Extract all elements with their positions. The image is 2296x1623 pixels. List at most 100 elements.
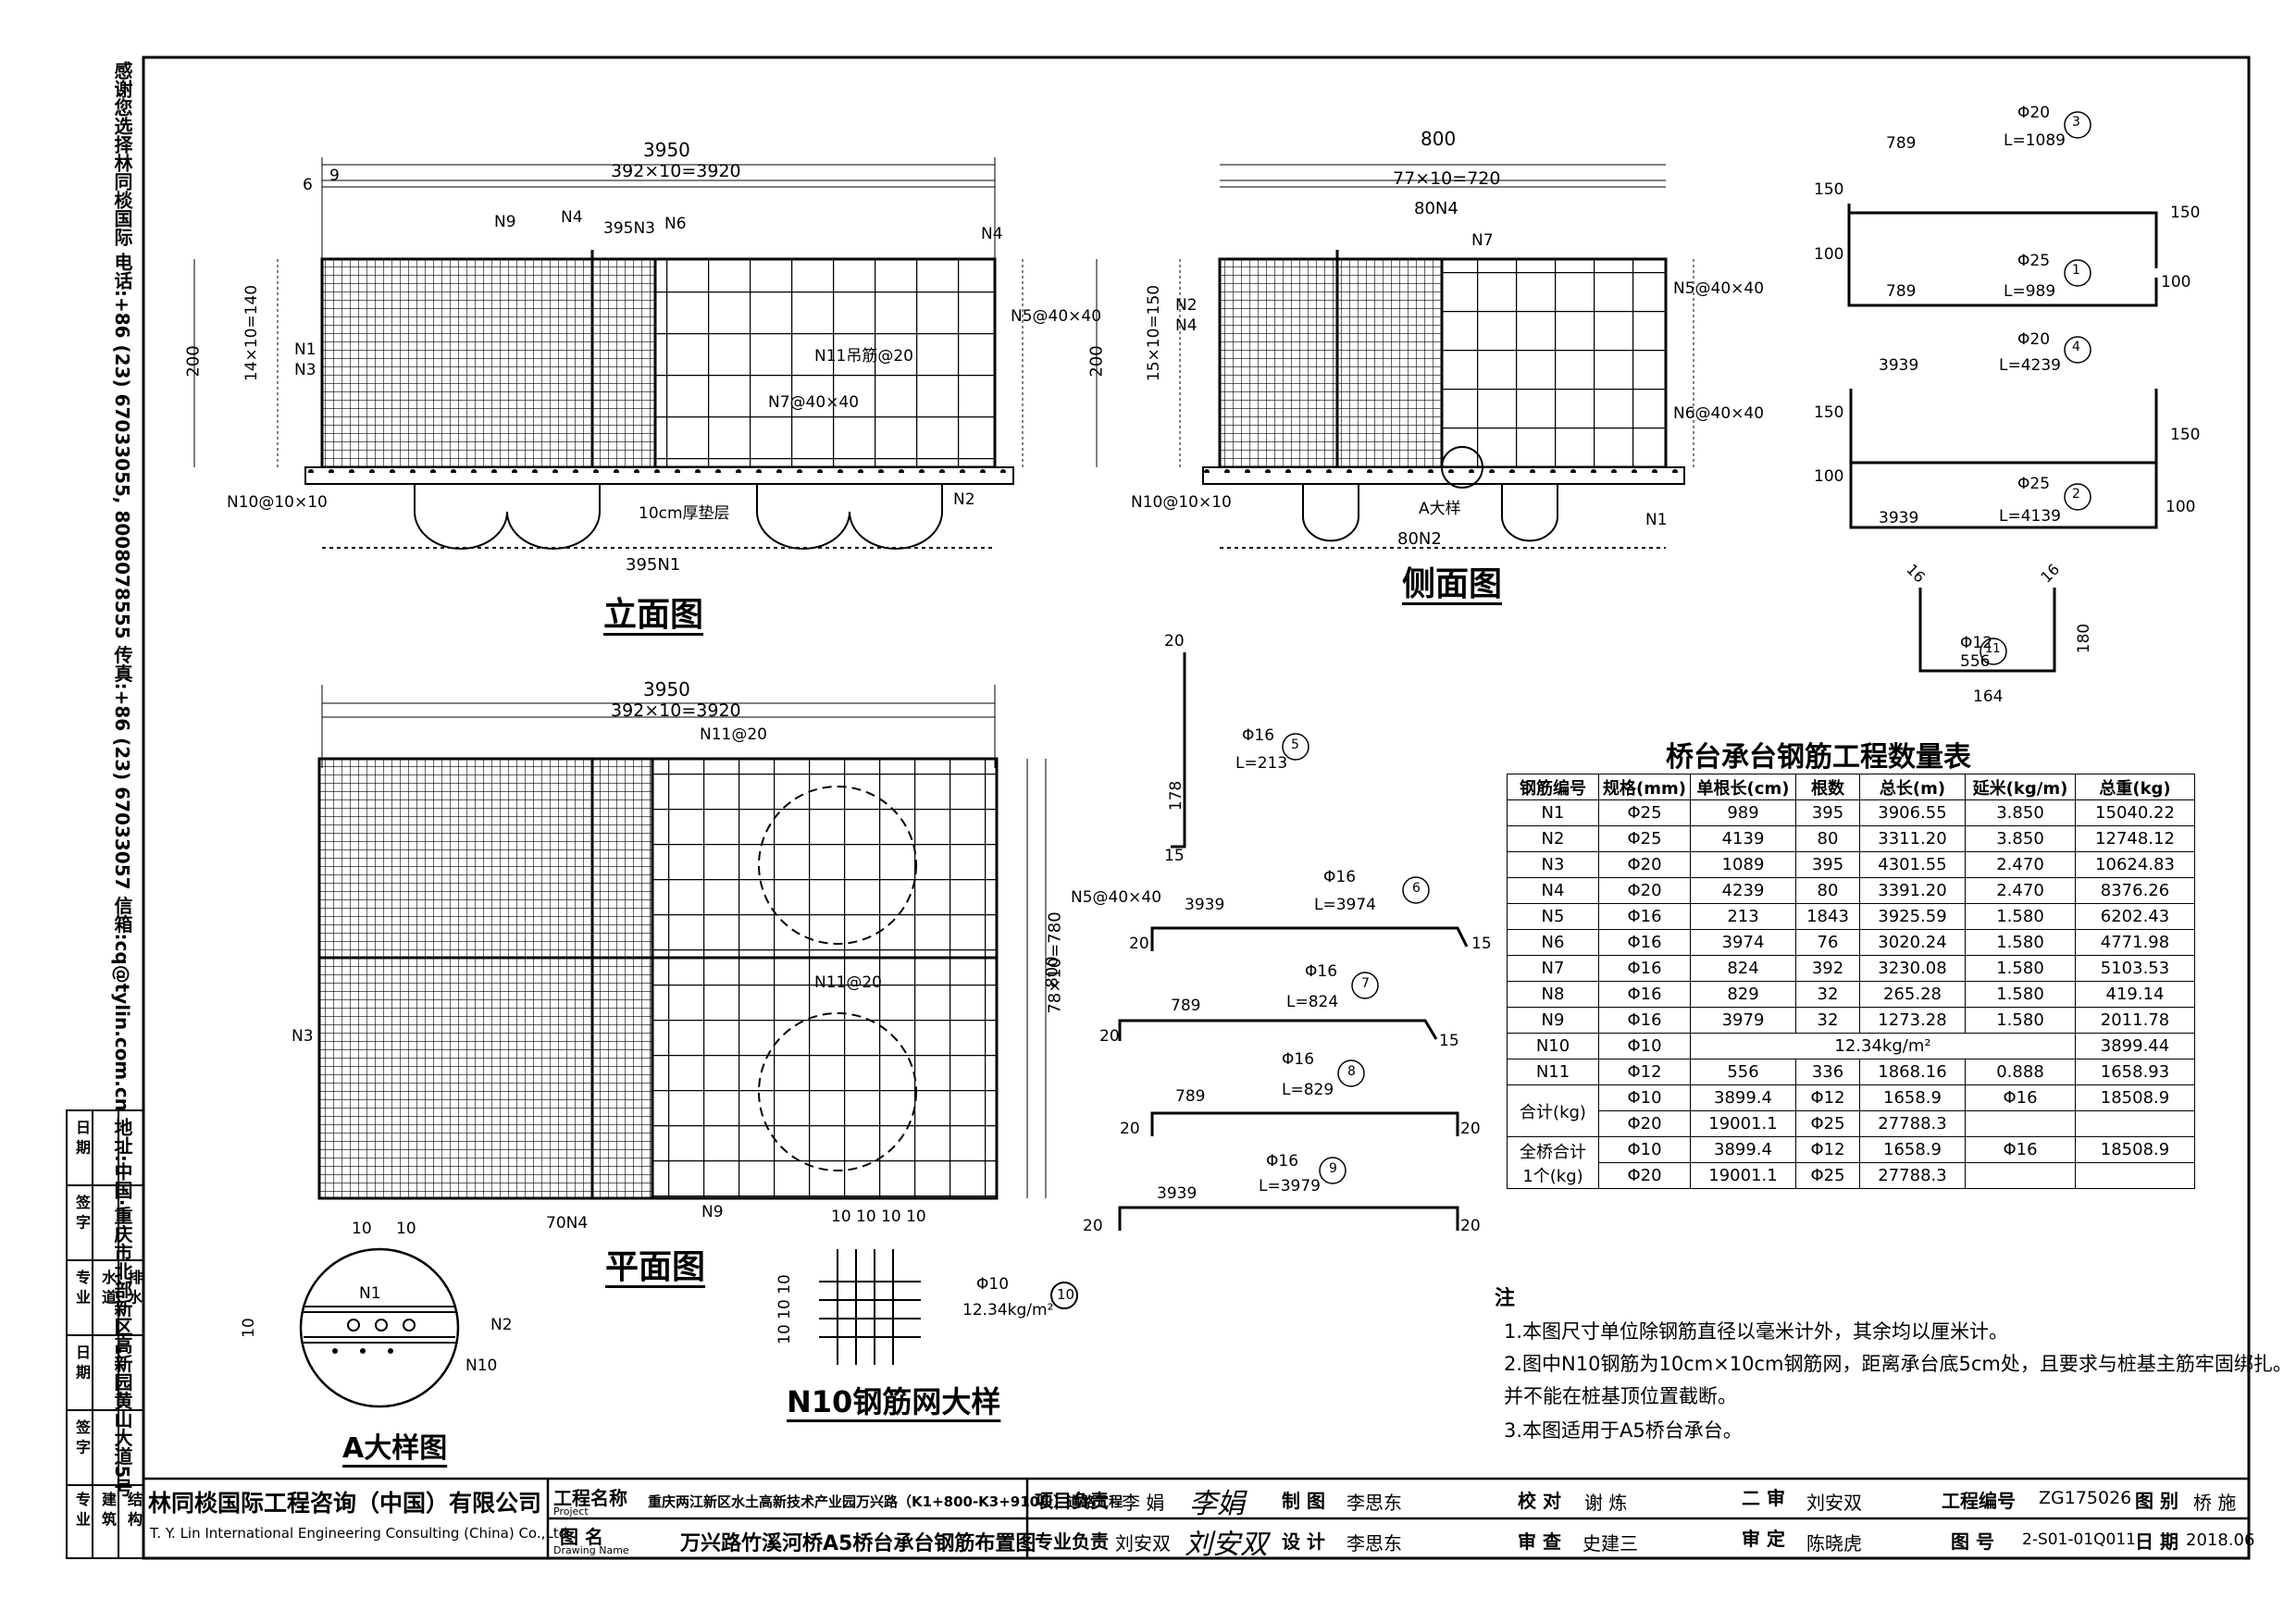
table-cell: 全桥合计 1个(kg) <box>1507 1136 1599 1189</box>
elevation-label-cushion: 10cm厚垫层 <box>639 504 730 523</box>
table-cell: 2011.78 <box>2075 1007 2195 1034</box>
bar-4-length: L=4239 <box>1999 356 2061 375</box>
bar-6-spec: Φ16 <box>1323 868 1357 886</box>
table-cell: 3.850 <box>1965 799 2076 826</box>
bar-8-shape <box>1150 1111 1459 1136</box>
table-cell: 3979 <box>1690 1007 1796 1034</box>
spec-signature: 刘安双 <box>1185 1529 1268 1561</box>
note-2-cont: 并不能在桩基顶位置截断。 <box>1504 1385 1737 1407</box>
date: 2018.06 <box>2186 1530 2255 1550</box>
bar-4-no: 4 <box>2072 340 2080 354</box>
bar-9-dim-right: 20 <box>1460 1217 1481 1235</box>
plan-label-n11: N11@20 <box>700 725 767 744</box>
plan-label-n4: 70N4 <box>546 1214 589 1233</box>
elevation-spacing-dim: 392×10=3920 <box>611 161 741 181</box>
table-cell: Φ20 <box>1598 851 1691 878</box>
table-cell: 32 <box>1795 1007 1860 1034</box>
elevation-height-dim: 200 <box>183 345 204 378</box>
mesh-title: N10钢筋网大样 <box>787 1384 1001 1419</box>
bar-2-shape <box>1849 444 2158 529</box>
company-en: T. Y. Lin International Engineering Cons… <box>150 1525 568 1542</box>
table-cell: Φ20 <box>1598 1110 1691 1137</box>
elevation-label-n4-right: N4 <box>981 225 1003 243</box>
bar-5-dim-height: 178 <box>1167 780 1186 812</box>
plan-label-n5: N5@40×40 <box>1071 888 1162 907</box>
approve-name: 陈晓虎 <box>1806 1532 1862 1555</box>
bar-2-no: 2 <box>2072 487 2080 502</box>
side-bottom-count: 80N2 <box>1397 529 1442 549</box>
table-cell: Φ12 <box>1795 1084 1860 1111</box>
bar-7-no: 7 <box>1361 976 1370 991</box>
side-label-n7: N7 <box>1471 231 1494 250</box>
bar-6-no: 6 <box>1412 881 1421 896</box>
table-cell: 12.34kg/m² <box>1690 1033 2076 1059</box>
elevation-title: 立面图 <box>603 596 704 634</box>
table-cell: 419.14 <box>2075 981 2195 1008</box>
side-title: 侧面图 <box>1402 565 1503 603</box>
bar-3-spec: Φ20 <box>2017 104 2051 122</box>
side-label-n4: N4 <box>1175 316 1198 335</box>
bar-8-length: L=829 <box>1282 1081 1334 1099</box>
projno-label: 工程编号 <box>1942 1490 2016 1512</box>
table-cell <box>2075 1162 2195 1189</box>
bar-4-dim-hook: 100 <box>1814 467 1844 486</box>
th-spec: 规格(mm) <box>1598 774 1691 800</box>
plan-title: 平面图 <box>605 1248 706 1286</box>
table-cell <box>1965 1162 2076 1189</box>
bar-2-length: L=4139 <box>1999 507 2061 526</box>
check-name: 谢 炼 <box>1584 1492 1628 1514</box>
elevation-label-n9: N9 <box>494 213 516 231</box>
bar-1-dim-right: 100 <box>2161 273 2191 291</box>
elevation-label-n1: N1 <box>294 341 316 359</box>
drawing-name-label-en: Drawing Name <box>553 1544 629 1556</box>
table-cell: Φ16 <box>1965 1084 2076 1111</box>
mesh-weight: 12.34kg/m² <box>962 1301 1054 1319</box>
table-cell: Φ16 <box>1598 981 1691 1008</box>
table-cell: Φ25 <box>1795 1110 1860 1137</box>
side-label-n6: N6@40×40 <box>1673 404 1765 423</box>
bar-1-dim-len: 789 <box>1886 282 1917 301</box>
table-cell: 0.888 <box>1965 1059 2076 1085</box>
pile-left <box>414 484 601 550</box>
elevation-label-n2: N2 <box>953 490 975 509</box>
detail-a-title: A大样图 <box>342 1432 448 1465</box>
exam-name: 史建三 <box>1582 1532 1638 1555</box>
table-cell: 32 <box>1795 981 1860 1008</box>
elevation-bottom-count: 395N1 <box>626 555 681 575</box>
table-cell: 27788.3 <box>1859 1162 1966 1189</box>
note-2: 2.图中N10钢筋为10cm×10cm钢筋网，距离承台底5cm处，且要求与桩基主… <box>1504 1353 2292 1375</box>
plan-label-n9: N9 <box>701 1203 724 1221</box>
side-label-n5: N5@40×40 <box>1673 279 1765 298</box>
elevation-label-n7: N7@40×40 <box>768 393 860 412</box>
bar-11-dim-height: 180 <box>2075 623 2094 654</box>
bar-1-length: L=989 <box>2004 282 2056 301</box>
bar-9-spec: Φ16 <box>1266 1152 1299 1171</box>
n10-mesh-detail <box>819 1249 1078 1365</box>
bar-3-dim-len: 789 <box>1886 134 1917 153</box>
table-cell: N9 <box>1507 1007 1599 1034</box>
table-cell: Φ12 <box>1795 1136 1860 1163</box>
bar-leaders <box>1282 111 2091 1184</box>
bar-6-dim-right: 15 <box>1471 935 1492 953</box>
table-cell: 4239 <box>1690 877 1796 904</box>
design-name: 李思东 <box>1347 1532 1402 1555</box>
table-cell: 265.28 <box>1859 981 1966 1008</box>
table-cell: Φ16 <box>1598 903 1691 930</box>
table-cell: 3311.20 <box>1859 825 1966 852</box>
th-bar: 钢筋编号 <box>1507 774 1599 800</box>
table-cell: N4 <box>1507 877 1599 904</box>
bar-4-spec: Φ20 <box>2017 330 2051 349</box>
table-cell: N3 <box>1507 851 1599 878</box>
table-cell: 3230.08 <box>1859 955 1966 982</box>
exam-label: 审 查 <box>1518 1530 1561 1553</box>
table-cell: 15040.22 <box>2075 799 2195 826</box>
table-cell: 1.580 <box>1965 929 2076 956</box>
drawing-name-label: 图 名 <box>560 1526 603 1548</box>
sign-row-discipline: 专 业 <box>73 1270 91 1305</box>
